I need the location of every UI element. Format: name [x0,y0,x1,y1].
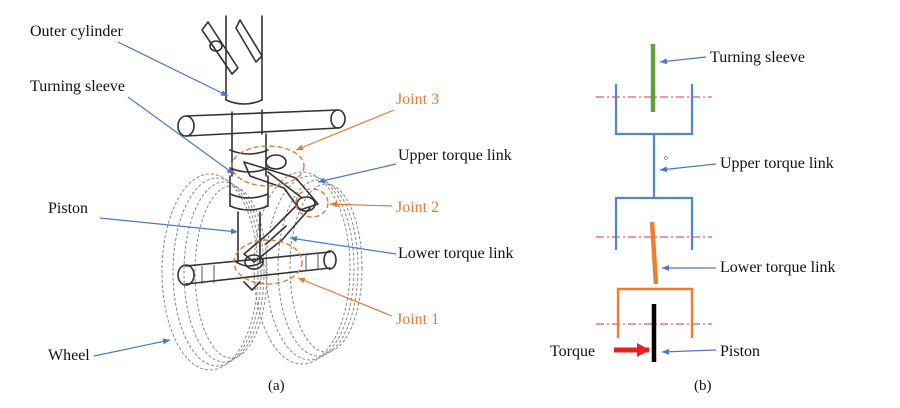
label-turning-sleeve-b: Turning sleeve [710,49,805,66]
lower-link-bracket [616,287,694,338]
lower-axle-shape [177,250,337,291]
label-outer-cylinder: Outer cylinder [30,23,124,40]
label-joint-2: Joint 2 [396,199,439,216]
label-joint-1: Joint 1 [396,311,439,328]
caption-b: (b) [694,378,712,394]
upper-axle-bar [177,109,346,137]
schematic-diagram [596,44,712,362]
outer-cylinder-shape [201,15,263,105]
right-wheel [253,171,363,365]
upper-link-pivot [664,156,668,160]
label-lower-torque-link-a: Lower torque link [398,245,514,262]
label-upper-torque-link-b: Upper torque link [720,155,834,172]
joint-circles [231,145,329,285]
caption-a: (a) [268,378,285,394]
label-piston-a: Piston [48,200,88,217]
label-upper-torque-link-a: Upper torque link [398,147,512,164]
piston-shape [235,211,263,267]
label-joint-3: Joint 3 [396,91,439,108]
label-lower-torque-link-b: Lower torque link [720,259,836,276]
panel-a-annotations: Outer cylinder Turning sleeve Piston Whe… [30,23,514,394]
label-turning-sleeve-a: Turning sleeve [30,78,125,95]
upper-link-bottom-bracket [614,196,694,250]
panel-b-annotations: Turning sleeve Upper torque link Lower t… [550,49,836,394]
torque-links-shape [243,154,319,270]
landing-gear-drawing [161,15,363,371]
left-wheel [161,173,268,371]
label-torque: Torque [550,343,595,360]
label-wheel: Wheel [48,347,90,364]
label-piston-b: Piston [720,343,760,360]
lower-link-bar [649,221,659,285]
